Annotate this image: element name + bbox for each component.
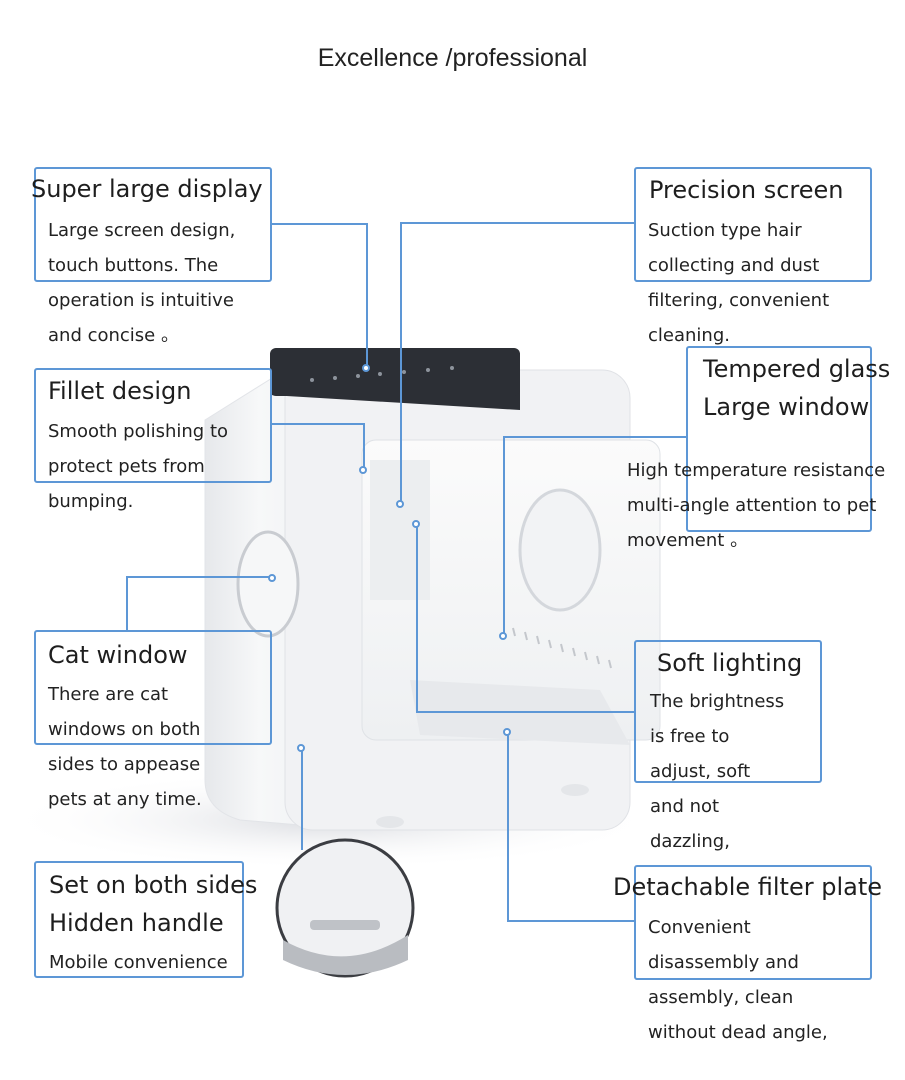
leader-line (507, 732, 509, 922)
callout-text-cat-window-2: windows on both (48, 719, 201, 740)
callout-heading-super-display: Super large display (31, 175, 263, 203)
leader-line (416, 524, 418, 713)
callout-text-precision-screen-4: cleaning. (648, 325, 730, 346)
callout-box-fillet-design (34, 368, 272, 483)
callout-text-precision-screen-1: Suction type hair (648, 220, 802, 241)
leader-line (301, 750, 303, 850)
leader-dot (359, 466, 367, 474)
callout-text-cat-window-4: pets at any time. (48, 789, 202, 810)
callout-text-filter-plate-2: disassembly and (648, 952, 799, 973)
leader-line (126, 576, 128, 632)
callout-text-soft-lighting-2: is free to (650, 726, 730, 747)
callout-box-tempered-glass (686, 346, 872, 532)
leader-line (270, 423, 365, 425)
callout-box-hidden-handle (34, 861, 244, 978)
callout-text-cat-window-1: There are cat (48, 684, 169, 705)
leader-line (366, 223, 368, 368)
callout-text-tempered-glass-1: High temperature resistance (627, 460, 886, 481)
callout-box-soft-lighting (634, 640, 822, 783)
callout-text-soft-lighting-1: The brightness (650, 691, 785, 712)
callout-text-super-display-2: touch buttons. The (48, 255, 219, 276)
callout-text-precision-screen-3: filtering, convenient (648, 290, 830, 311)
callout-text-fillet-design-1: Smooth polishing to (48, 421, 229, 442)
callout-text-filter-plate-3: assembly, clean (648, 987, 794, 1008)
callout-box-precision-screen (634, 167, 872, 282)
callout-text-soft-lighting-3: adjust, soft (650, 761, 751, 782)
callout-heading-tempered-glass-1: Tempered glass (703, 355, 891, 383)
leader-dot (503, 728, 511, 736)
callout-text-fillet-design-2: protect pets from (48, 456, 205, 477)
callout-heading-precision-screen: Precision screen (649, 176, 844, 204)
callout-heading-fillet-design: Fillet design (48, 377, 192, 405)
callout-text-tempered-glass-3: movement 。 (627, 530, 749, 551)
callout-heading-hidden-handle-2: Hidden handle (49, 909, 224, 937)
callout-text-filter-plate-1: Convenient (648, 917, 751, 938)
leader-line (270, 223, 368, 225)
leader-dot (297, 744, 305, 752)
leader-dot (362, 364, 370, 372)
callout-text-filter-plate-4: without dead angle, (648, 1022, 828, 1043)
callout-heading-soft-lighting: Soft lighting (657, 649, 803, 677)
callout-text-soft-lighting-4: and not (650, 796, 720, 817)
leader-dot (396, 500, 404, 508)
callout-text-super-display-4: and concise 。 (48, 325, 179, 346)
callout-heading-filter-plate: Detachable filter plate (613, 873, 883, 901)
callout-box-super-display (34, 167, 272, 282)
callout-heading-tempered-glass-2: Large window (703, 393, 870, 421)
leader-line (126, 576, 274, 578)
leader-dot (412, 520, 420, 528)
leader-line (416, 711, 634, 713)
leader-line (400, 222, 634, 224)
callout-text-soft-lighting-5: dazzling, (650, 831, 730, 852)
leader-line (503, 436, 688, 438)
leader-line (400, 222, 402, 504)
leader-dot (499, 632, 507, 640)
callout-text-precision-screen-2: collecting and dust (648, 255, 820, 276)
callout-heading-hidden-handle-1: Set on both sides (49, 871, 258, 899)
callout-text-super-display-1: Large screen design, (48, 220, 236, 241)
leader-line (503, 436, 505, 636)
leader-line (507, 920, 634, 922)
callout-text-tempered-glass-2: multi-angle attention to pet (627, 495, 877, 516)
callout-text-hidden-handle-1: Mobile convenience (49, 952, 228, 973)
page-title: Excellence /professional (317, 44, 588, 72)
callout-box-filter-plate (634, 865, 872, 980)
callout-text-fillet-design-3: bumping. (48, 491, 134, 512)
callout-text-super-display-3: operation is intuitive (48, 290, 234, 311)
leader-line (363, 423, 365, 470)
callout-text-cat-window-3: sides to appease (48, 754, 201, 775)
callout-heading-cat-window: Cat window (48, 641, 188, 669)
callout-box-cat-window (34, 630, 272, 745)
leader-dot (268, 574, 276, 582)
